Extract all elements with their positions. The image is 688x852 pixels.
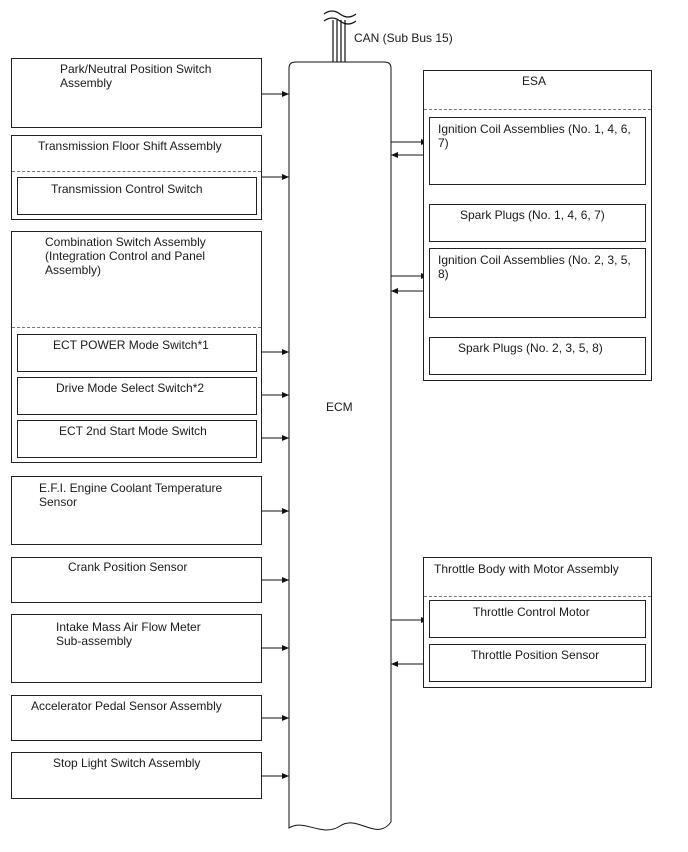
crank-position-sensor-box: Crank Position Sensor — [11, 557, 262, 603]
throttle-body-divider — [424, 596, 651, 597]
ignition-coil-1-label: Ignition Coil Assemblies (No. 1, 4, 6, 7… — [438, 122, 631, 150]
combination-switch-divider — [12, 327, 261, 328]
coolant-temp-sensor-box: E.F.I. Engine Coolant Temperature Sensor — [11, 476, 262, 545]
can-bus-label: CAN (Sub Bus 15) — [354, 31, 453, 45]
throttle-position-sensor-label: Throttle Position Sensor — [471, 648, 600, 662]
spark-plugs-1-label: Spark Plugs (No. 1, 4, 6, 7) — [460, 208, 605, 222]
esa-group-box: ESA Ignition Coil Assemblies (No. 1, 4, … — [423, 70, 652, 381]
ect-2nd-start-mode-switch-label: ECT 2nd Start Mode Switch — [59, 424, 207, 438]
ecm-outline — [288, 61, 392, 831]
spark-plugs-2-label: Spark Plugs (No. 2, 3, 5, 8) — [458, 341, 603, 355]
ignition-coil-1-box: Ignition Coil Assemblies (No. 1, 4, 6, 7… — [429, 117, 646, 185]
park-neutral-switch-label: Park/Neutral Position Switch Assembly — [60, 62, 212, 90]
transmission-floor-shift-box: Transmission Floor Shift Assembly Transm… — [11, 135, 262, 220]
ect-power-mode-switch-label: ECT POWER Mode Switch*1 — [53, 338, 209, 352]
maf-meter-label: Intake Mass Air Flow Meter Sub-assembly — [56, 620, 201, 648]
esa-title: ESA — [522, 74, 547, 88]
ignition-coil-2-box: Ignition Coil Assemblies (No. 2, 3, 5, 8… — [429, 248, 646, 318]
transmission-control-switch-label: Transmission Control Switch — [51, 182, 203, 196]
can-bus-wires — [323, 10, 357, 68]
crank-position-sensor-label: Crank Position Sensor — [68, 560, 188, 574]
ignition-coil-2-label: Ignition Coil Assemblies (No. 2, 3, 5, 8… — [438, 253, 631, 281]
transmission-floor-shift-label: Transmission Floor Shift Assembly — [38, 139, 222, 153]
accelerator-pedal-sensor-box: Accelerator Pedal Sensor Assembly — [11, 695, 262, 741]
spark-plugs-2-box: Spark Plugs (No. 2, 3, 5, 8) — [429, 337, 646, 375]
floor-shift-divider — [12, 171, 261, 172]
throttle-position-sensor-box: Throttle Position Sensor — [429, 644, 646, 682]
maf-meter-box: Intake Mass Air Flow Meter Sub-assembly — [11, 614, 262, 683]
drive-mode-select-switch-label: Drive Mode Select Switch*2 — [56, 381, 205, 395]
transmission-control-switch-box: Transmission Control Switch — [17, 177, 257, 215]
combination-switch-label: Combination Switch Assembly (Integration… — [45, 235, 206, 277]
stop-light-switch-box: Stop Light Switch Assembly — [11, 752, 262, 799]
spark-plugs-1-box: Spark Plugs (No. 1, 4, 6, 7) — [429, 204, 646, 242]
throttle-body-group-box: Throttle Body with Motor Assembly Thrott… — [423, 557, 652, 688]
park-neutral-switch-box: Park/Neutral Position Switch Assembly — [11, 58, 262, 128]
ecm-label: ECM — [326, 400, 353, 414]
throttle-control-motor-label: Throttle Control Motor — [473, 605, 590, 619]
drive-mode-select-switch-box: Drive Mode Select Switch*2 — [17, 377, 257, 415]
ect-power-mode-switch-box: ECT POWER Mode Switch*1 — [17, 334, 257, 372]
esa-divider — [424, 109, 651, 110]
coolant-temp-sensor-label: E.F.I. Engine Coolant Temperature Sensor — [39, 481, 223, 509]
accelerator-pedal-sensor-label: Accelerator Pedal Sensor Assembly — [31, 699, 222, 713]
combination-switch-box: Combination Switch Assembly (Integration… — [11, 231, 262, 463]
stop-light-switch-label: Stop Light Switch Assembly — [53, 756, 201, 770]
throttle-control-motor-box: Throttle Control Motor — [429, 600, 646, 638]
throttle-body-title: Throttle Body with Motor Assembly — [434, 562, 619, 576]
ect-2nd-start-mode-switch-box: ECT 2nd Start Mode Switch — [17, 420, 257, 458]
